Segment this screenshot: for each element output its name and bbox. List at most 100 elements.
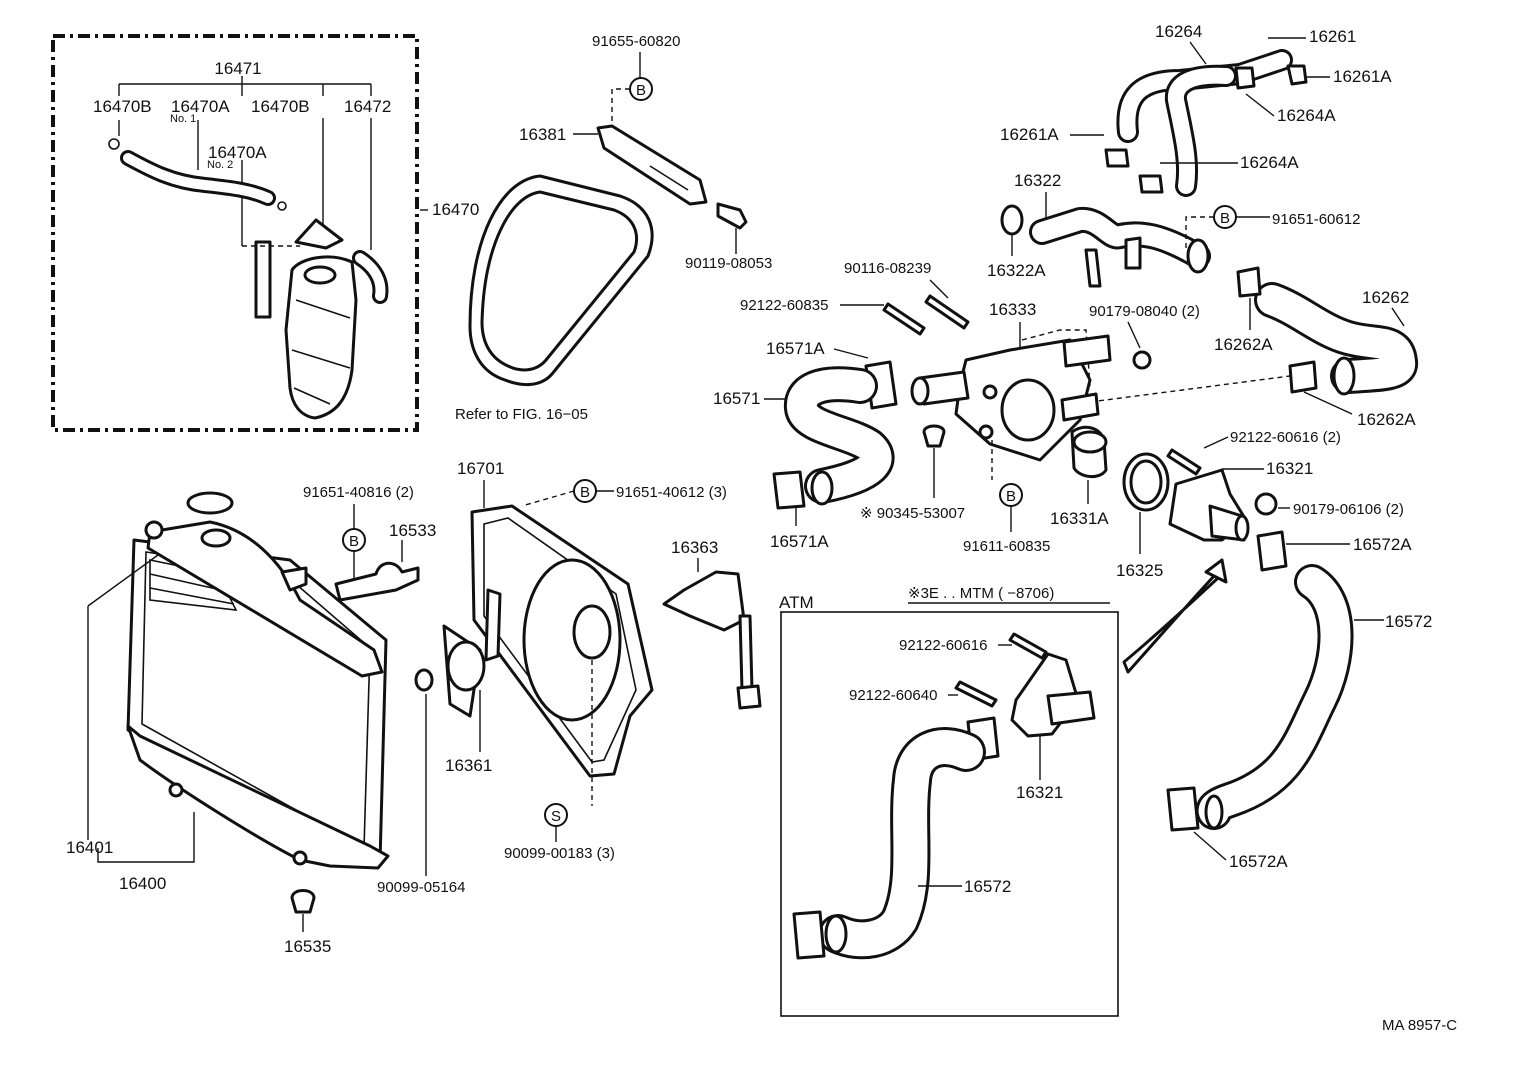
label-atm-16321: 16321	[1016, 783, 1063, 802]
label-atm: ATM	[779, 593, 814, 612]
housing-group: 90116-08239 92122-60835 16333 90179-0804…	[713, 260, 1432, 871]
gasket-ring-icon	[1000, 204, 1024, 236]
reserve-tank-group: 16471 16470B 16470A No. 1 16470A No. 2 1…	[51, 34, 479, 432]
label-16325: 16325	[1116, 561, 1163, 580]
label-16533: 16533	[389, 521, 436, 540]
fan-group: 16701 B 91651-40612 (3) 16361 S 90099-00…	[442, 459, 762, 862]
label-16363: 16363	[671, 538, 718, 557]
bolt-icon	[716, 202, 748, 230]
upper-tank-icon	[146, 520, 384, 678]
adjusting-bar-icon	[596, 124, 708, 206]
tube-icon	[254, 240, 272, 319]
stud-icon	[1166, 448, 1202, 476]
label-16572a-top: 16572A	[1353, 535, 1412, 554]
callout-b: B	[1006, 488, 1016, 505]
label-91655-60820: 91655-60820	[592, 33, 680, 50]
drain-plug-icon	[922, 424, 946, 448]
label-16535: 16535	[284, 937, 331, 956]
label-90099-05164: 90099-05164	[377, 879, 465, 896]
label-16321-top: 16321	[1266, 459, 1313, 478]
stud-icon	[1008, 632, 1048, 660]
label-16264a-top: 16264A	[1277, 106, 1336, 125]
label-16333: 16333	[989, 300, 1036, 319]
shroud-opening-icon	[522, 558, 622, 722]
reserve-tank-icon	[284, 255, 358, 420]
fan-hub-icon	[446, 640, 486, 692]
radiator-cap-icon	[186, 491, 234, 515]
label-16264a-mid: 16264A	[1240, 153, 1299, 172]
label-16361: 16361	[445, 756, 492, 775]
label-91611-60835: 91611-60835	[963, 538, 1050, 555]
diagram-code: MA 8957-C	[1382, 1017, 1457, 1034]
label-16471: 16471	[214, 59, 261, 78]
label-91651-40612: 91651-40612 (3)	[616, 484, 727, 501]
inlet-pipe-icon	[280, 566, 308, 592]
label-16470a-no2: 16470A	[208, 143, 267, 162]
label-16470a-no1: 16470A	[171, 97, 230, 116]
upper-pipe-group: 16264 16261 16261A 16264A 16261A 16264A …	[987, 22, 1418, 429]
label-16262: 16262	[1362, 288, 1409, 307]
drain-cock-icon	[290, 889, 316, 914]
clamp-ring-icon	[277, 201, 287, 211]
hose-clamp-icon	[1104, 148, 1130, 168]
label-16571: 16571	[713, 389, 760, 408]
label-90179-06106: 90179-06106 (2)	[1293, 501, 1404, 518]
support-bracket-icon	[334, 561, 420, 602]
label-16571a-bottom: 16571A	[770, 532, 829, 551]
label-16322: 16322	[1014, 171, 1061, 190]
label-16381: 16381	[519, 125, 566, 144]
hose-clamp-icon	[772, 470, 806, 510]
hose-clamp-icon	[1166, 786, 1200, 832]
tank-cap-icon	[294, 218, 344, 250]
label-16470: 16470	[432, 200, 479, 219]
arrow-icon	[1122, 558, 1228, 674]
label-16331a: 16331A	[1050, 509, 1109, 528]
hose-clamp-icon	[792, 910, 826, 960]
callout-b: B	[636, 82, 646, 99]
label-refer-fig: Refer to FIG. 16−05	[455, 406, 588, 423]
hose-clamp-icon	[1288, 360, 1318, 394]
label-16261: 16261	[1309, 27, 1356, 46]
label-16472: 16472	[344, 97, 391, 116]
nut-icon	[1132, 350, 1152, 370]
label-atm-92122-60616: 92122-60616	[899, 637, 987, 654]
radiator-group: 16401 16400 91651-40816 (2) B 16533 9009…	[66, 484, 465, 956]
label-16701: 16701	[457, 459, 504, 478]
hose-clamp-icon	[1234, 66, 1256, 90]
label-90119-08053: 90119-08053	[685, 255, 772, 272]
label-16470b-left: 16470B	[93, 97, 152, 116]
belt-group: 91655-60820 B 16381 90119-08053 Refer to…	[455, 33, 772, 423]
stud-icon	[924, 294, 970, 330]
label-90099-00183: 90099-00183 (3)	[504, 845, 615, 862]
label-91651-60612: 91651-60612	[1272, 211, 1360, 228]
label-16400: 16400	[119, 874, 166, 893]
label-16261a-left: 16261A	[1000, 125, 1059, 144]
fan-motor-icon	[662, 570, 746, 632]
label-no2: No. 2	[207, 159, 233, 171]
hose-clamp-icon	[1286, 64, 1308, 86]
callout-b: B	[349, 533, 359, 550]
connector-icon	[736, 684, 762, 710]
atm-group: ATM ※3E . . MTM ( −8706) 92122-60616 921…	[779, 558, 1228, 1017]
label-92122-60835: 92122-60835	[740, 297, 828, 314]
label-91651-40816: 91651-40816 (2)	[303, 484, 414, 501]
label-16262a-b: 16262A	[1357, 410, 1416, 429]
callout-b: B	[580, 484, 590, 501]
label-16261a-right: 16261A	[1333, 67, 1392, 86]
nut-icon	[1254, 492, 1278, 516]
callout-b: B	[1220, 210, 1230, 227]
callout-s: S	[551, 808, 561, 825]
clamp-ring-icon	[108, 138, 120, 150]
label-16322a: 16322A	[987, 261, 1046, 280]
grommet-icon	[414, 668, 434, 692]
label-90179-08040: 90179-08040 (2)	[1089, 303, 1200, 320]
label-no1: No. 1	[170, 113, 196, 125]
label-90116-08239: 90116-08239	[844, 260, 931, 277]
label-atm-note: ※3E . . MTM ( −8706)	[908, 585, 1054, 602]
hose-clamp-icon	[1256, 530, 1288, 572]
hose-clamp-icon	[1236, 266, 1262, 298]
label-atm-16572: 16572	[964, 877, 1011, 896]
label-16470b-right: 16470B	[251, 97, 310, 116]
reserve-tank-frame	[51, 34, 419, 432]
